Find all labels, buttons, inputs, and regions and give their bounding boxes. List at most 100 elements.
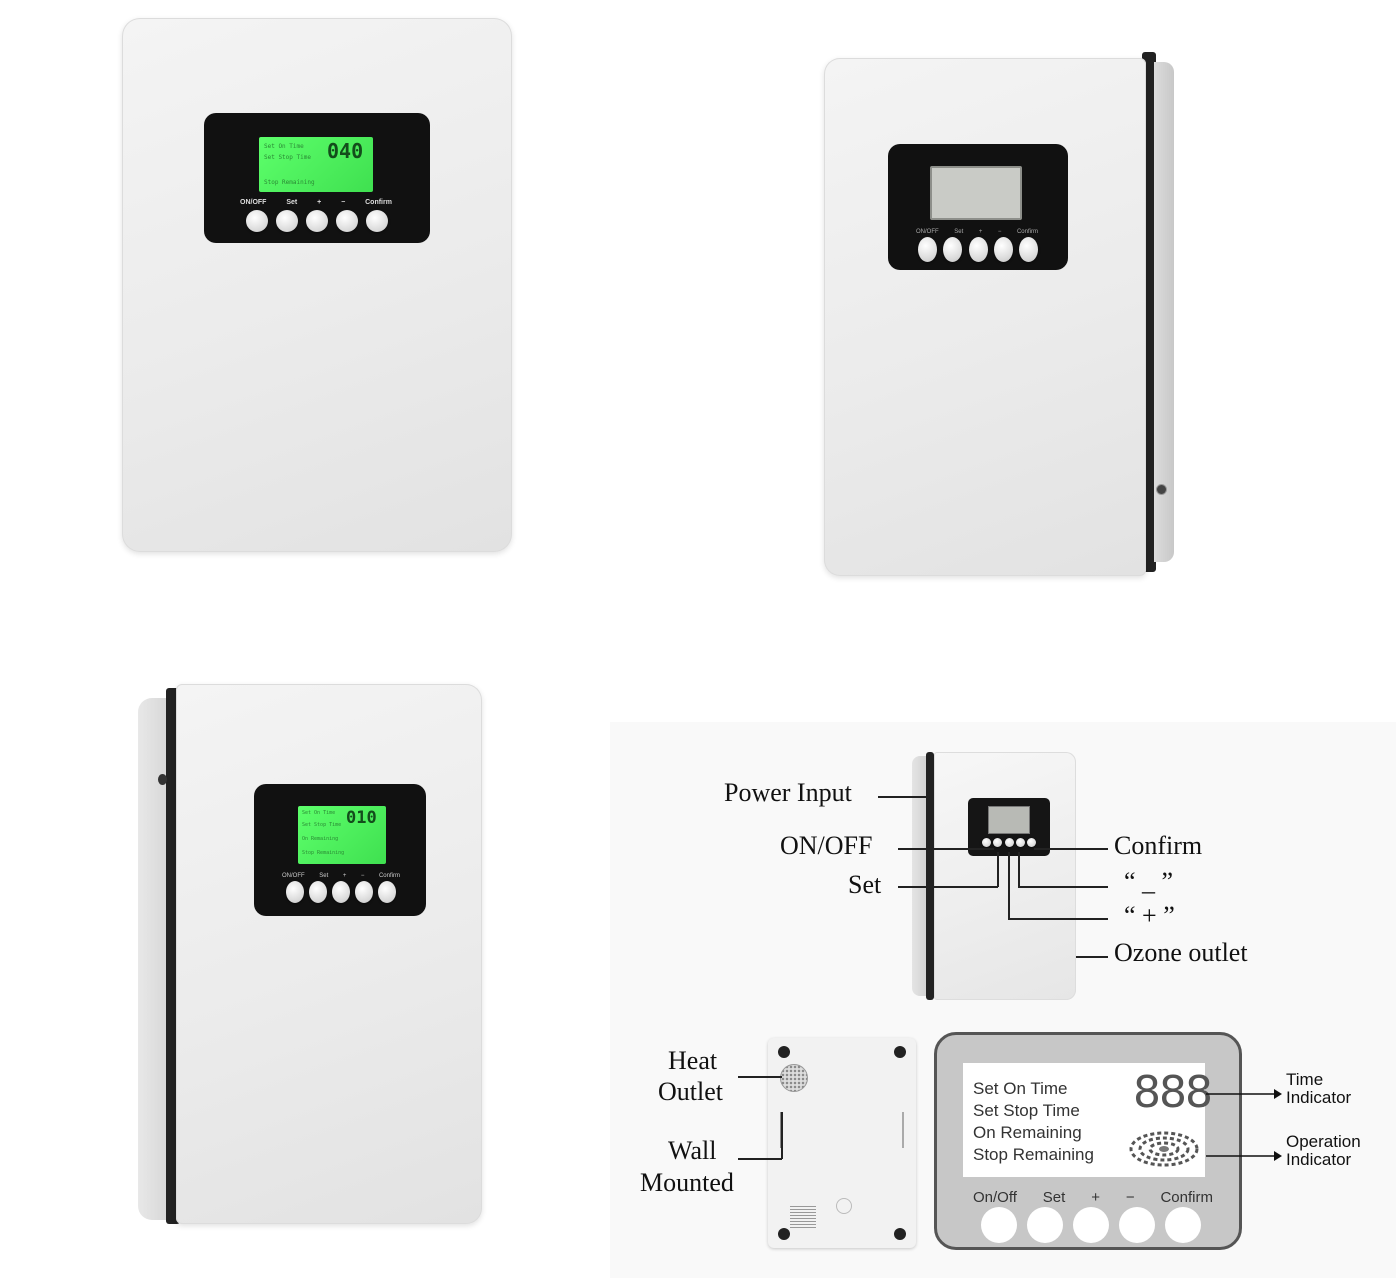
mini-button xyxy=(993,838,1003,847)
label-heat-outlet-2: Outlet xyxy=(658,1077,723,1106)
lcd-closeup: Set On Time Set Stop Time On Remaining S… xyxy=(934,1032,1242,1250)
minus-button[interactable] xyxy=(355,881,373,903)
diagram-device xyxy=(912,752,1076,1000)
on-off-button[interactable] xyxy=(918,237,937,262)
confirm-button[interactable] xyxy=(1019,237,1038,262)
label-confirm: Confirm xyxy=(365,199,392,206)
leader-line xyxy=(738,1158,782,1160)
plus-button[interactable] xyxy=(968,237,988,262)
lcd-row-stop-remaining: Stop Remaining xyxy=(973,1145,1094,1164)
mini-button xyxy=(982,838,991,847)
ozone-generator-angled-photo: ON/OFF Set + − Confirm xyxy=(824,44,1176,578)
lcd-label-confirm: Confirm xyxy=(1160,1189,1213,1206)
lcd-screen-green: Set On Time Set Stop Time On Remaining S… xyxy=(298,806,386,864)
label-confirm: Confirm xyxy=(1114,831,1203,860)
label-wall-mounted-2: Mounted xyxy=(640,1168,734,1197)
lcd-digits: 888 xyxy=(1133,1067,1213,1118)
mount-hole-icon xyxy=(894,1228,906,1240)
button-row xyxy=(918,237,1038,262)
minus-button[interactable] xyxy=(336,210,358,232)
screen-row: Set On Time xyxy=(264,143,304,150)
lcd-screen-green: Set On Time Set Stop Time Stop Remaining… xyxy=(259,137,373,192)
front-shell: ON/OFF Set + − Confirm xyxy=(824,58,1146,576)
screen-row: Stop Remaining xyxy=(264,179,315,186)
confirm-button[interactable] xyxy=(366,210,388,232)
lcd-screen-off xyxy=(930,166,1022,220)
ozone-generator-front-photo: Set On Time Set Stop Time Stop Remaining… xyxy=(122,18,512,552)
lcd-on-off-button[interactable] xyxy=(981,1207,1017,1243)
label-set: Set xyxy=(848,870,882,899)
mini-button xyxy=(1015,838,1025,847)
mount-hole-icon xyxy=(894,1046,906,1058)
control-panel: ON/OFF Set + − Confirm xyxy=(888,144,1068,270)
heat-vent-icon xyxy=(780,1064,808,1092)
wall-mount-slot-icon xyxy=(902,1112,904,1148)
set-button[interactable] xyxy=(276,210,298,232)
label-minus: − xyxy=(341,199,346,206)
label-heat-outlet-1: Heat xyxy=(668,1046,718,1075)
label-set: Set xyxy=(286,199,298,206)
label-minus: − xyxy=(360,873,365,879)
control-panel: Set On Time Set Stop Time On Remaining S… xyxy=(254,784,426,916)
label-on-off: ON/OFF xyxy=(282,873,305,879)
plus-button[interactable] xyxy=(332,881,350,903)
arrow-operation-indicator xyxy=(1206,1148,1282,1161)
confirm-button[interactable] xyxy=(378,881,396,903)
side-shell xyxy=(912,756,930,996)
plus-button[interactable] xyxy=(306,210,328,232)
lcd-label-set: Set xyxy=(1042,1189,1066,1206)
label-set: Set xyxy=(319,873,329,879)
on-off-button[interactable] xyxy=(286,881,304,903)
button-row xyxy=(246,210,388,232)
label-operation-indicator-1: Operation xyxy=(1286,1132,1361,1151)
lcd-minus-button[interactable] xyxy=(1119,1207,1155,1243)
label-plus: + xyxy=(978,229,983,235)
label-minus: − xyxy=(997,229,1002,235)
label-on-off: ON/OFF xyxy=(780,831,873,860)
lcd-plus-button[interactable] xyxy=(1073,1207,1109,1243)
lcd-button-row xyxy=(981,1207,1201,1243)
lcd-confirm-button[interactable] xyxy=(1165,1207,1201,1243)
set-button[interactable] xyxy=(943,237,963,262)
lcd-row-on-remaining: On Remaining xyxy=(973,1123,1082,1142)
lcd-set-button[interactable] xyxy=(1027,1207,1063,1243)
label-operation-indicator-2: Indicator xyxy=(1286,1150,1352,1169)
mount-hole-icon xyxy=(778,1046,790,1058)
leader-line xyxy=(781,1112,783,1159)
set-button[interactable] xyxy=(309,881,327,903)
label-confirm: Confirm xyxy=(378,873,400,879)
leader-line xyxy=(1008,918,1108,920)
control-panel: Set On Time Set Stop Time Stop Remaining… xyxy=(204,113,430,243)
label-time-indicator-2: Indicator xyxy=(1286,1088,1352,1107)
leader-line xyxy=(1034,848,1108,850)
leader-line xyxy=(738,1076,782,1078)
lcd-row-set-stop-time: Set Stop Time xyxy=(973,1101,1080,1120)
time-digits: 040 xyxy=(327,139,364,163)
lcd-row-set-on-time: Set On Time xyxy=(973,1079,1068,1098)
mini-button xyxy=(1027,838,1036,847)
minus-button[interactable] xyxy=(993,237,1013,262)
leader-line xyxy=(1076,956,1108,958)
mini-button xyxy=(1004,838,1014,847)
leader-line xyxy=(997,852,999,887)
label-plus: + xyxy=(342,873,347,879)
front-shell: Set On Time Set Stop Time On Remaining S… xyxy=(176,684,482,1224)
leader-line xyxy=(898,848,994,850)
on-off-button[interactable] xyxy=(246,210,268,232)
mini-control-panel xyxy=(968,798,1050,856)
lcd-label-on-off: On/Off xyxy=(973,1189,1017,1206)
label-power-input: Power Input xyxy=(724,778,852,807)
mount-hole-icon xyxy=(778,1228,790,1240)
screen-row: Set Stop Time xyxy=(302,822,342,828)
label-wall-mounted-1: Wall xyxy=(668,1136,717,1165)
lcd-label-plus: + xyxy=(1091,1189,1100,1206)
label-ozone-outlet: Ozone outlet xyxy=(1114,938,1248,967)
button-labels: ON/OFF Set + − Confirm xyxy=(282,873,400,879)
lcd-label-minus: − xyxy=(1125,1189,1135,1206)
screen-row: Set Stop Time xyxy=(264,154,311,161)
label-on-off: ON/OFF xyxy=(240,199,267,206)
front-shell xyxy=(934,752,1076,1000)
leader-line xyxy=(1008,852,1010,919)
mini-lcd xyxy=(988,806,1030,834)
screen-row: On Remaining xyxy=(302,836,339,842)
